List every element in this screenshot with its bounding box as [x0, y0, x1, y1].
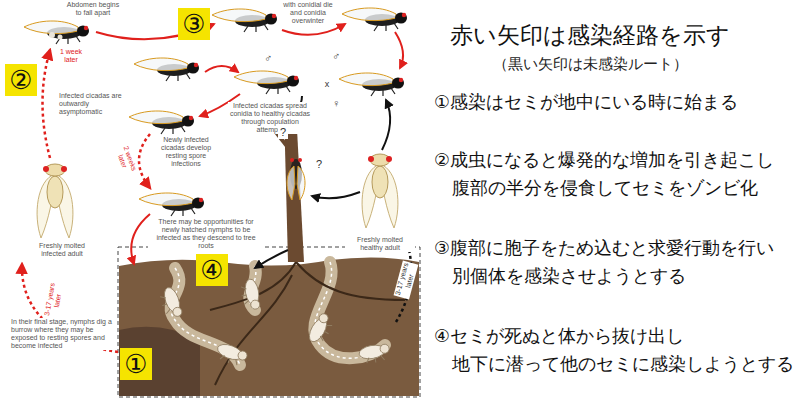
time-label: 2 weeks later	[112, 140, 139, 179]
note-text: Newly infected cicadas develop resting s…	[150, 136, 222, 168]
note-text: In their final stage, nymphs dig a burro…	[10, 318, 114, 350]
point-text: ①感染はセミが地中にいる時に始まる	[434, 88, 794, 116]
callout-box: ③	[178, 8, 210, 40]
callout-number: ②	[9, 67, 32, 93]
note-text: There may be opportunities for newly hat…	[148, 218, 264, 250]
cross-mark: x	[322, 79, 332, 89]
callout-number: ④	[200, 257, 223, 283]
callout-number: ①	[124, 351, 147, 377]
callout-number: ③	[182, 11, 205, 37]
sex-symbol: ♀	[330, 97, 342, 110]
question-mark: ?	[314, 158, 324, 171]
note-text: with conidial die and conidia overwinter	[280, 1, 336, 25]
sex-symbol: ♂	[330, 50, 342, 63]
note-text: Abdomen begins to fall apart	[62, 1, 124, 17]
subtitle-text: （黒い矢印は未感染ルート）	[430, 56, 750, 73]
callout-box: ④	[196, 254, 228, 286]
note-text: Infected cicadas spread conidia to healt…	[228, 102, 312, 134]
sex-symbol: ♂	[262, 52, 274, 65]
point-text: ②成虫になると爆発的な増加を引き起こし 腹部の半分を侵食してセミをゾンビ化	[434, 146, 794, 202]
note-text: Infected cicadas are outwardly asymptoma…	[58, 92, 128, 116]
time-label: 3-17 years later	[394, 261, 419, 300]
callout-box: ①	[120, 348, 152, 380]
stage-label: Freshly molted infected adult	[26, 242, 98, 258]
callout-box: ②	[5, 64, 37, 96]
point-text: ④セミが死ぬと体から抜け出し 地下に潜って他のセミに感染しようとする	[434, 322, 794, 378]
stage-label: Freshly molted healthy adult	[345, 236, 415, 252]
title-text: 赤い矢印は感染経路を示す	[430, 22, 750, 48]
point-text: ③腹部に胞子をため込むと求愛行動を行い 別個体を感染させようとする	[434, 234, 794, 290]
time-label: 3-17 years later	[43, 279, 66, 321]
time-label: 1 week later	[54, 48, 88, 64]
question-mark: ?	[278, 126, 288, 139]
